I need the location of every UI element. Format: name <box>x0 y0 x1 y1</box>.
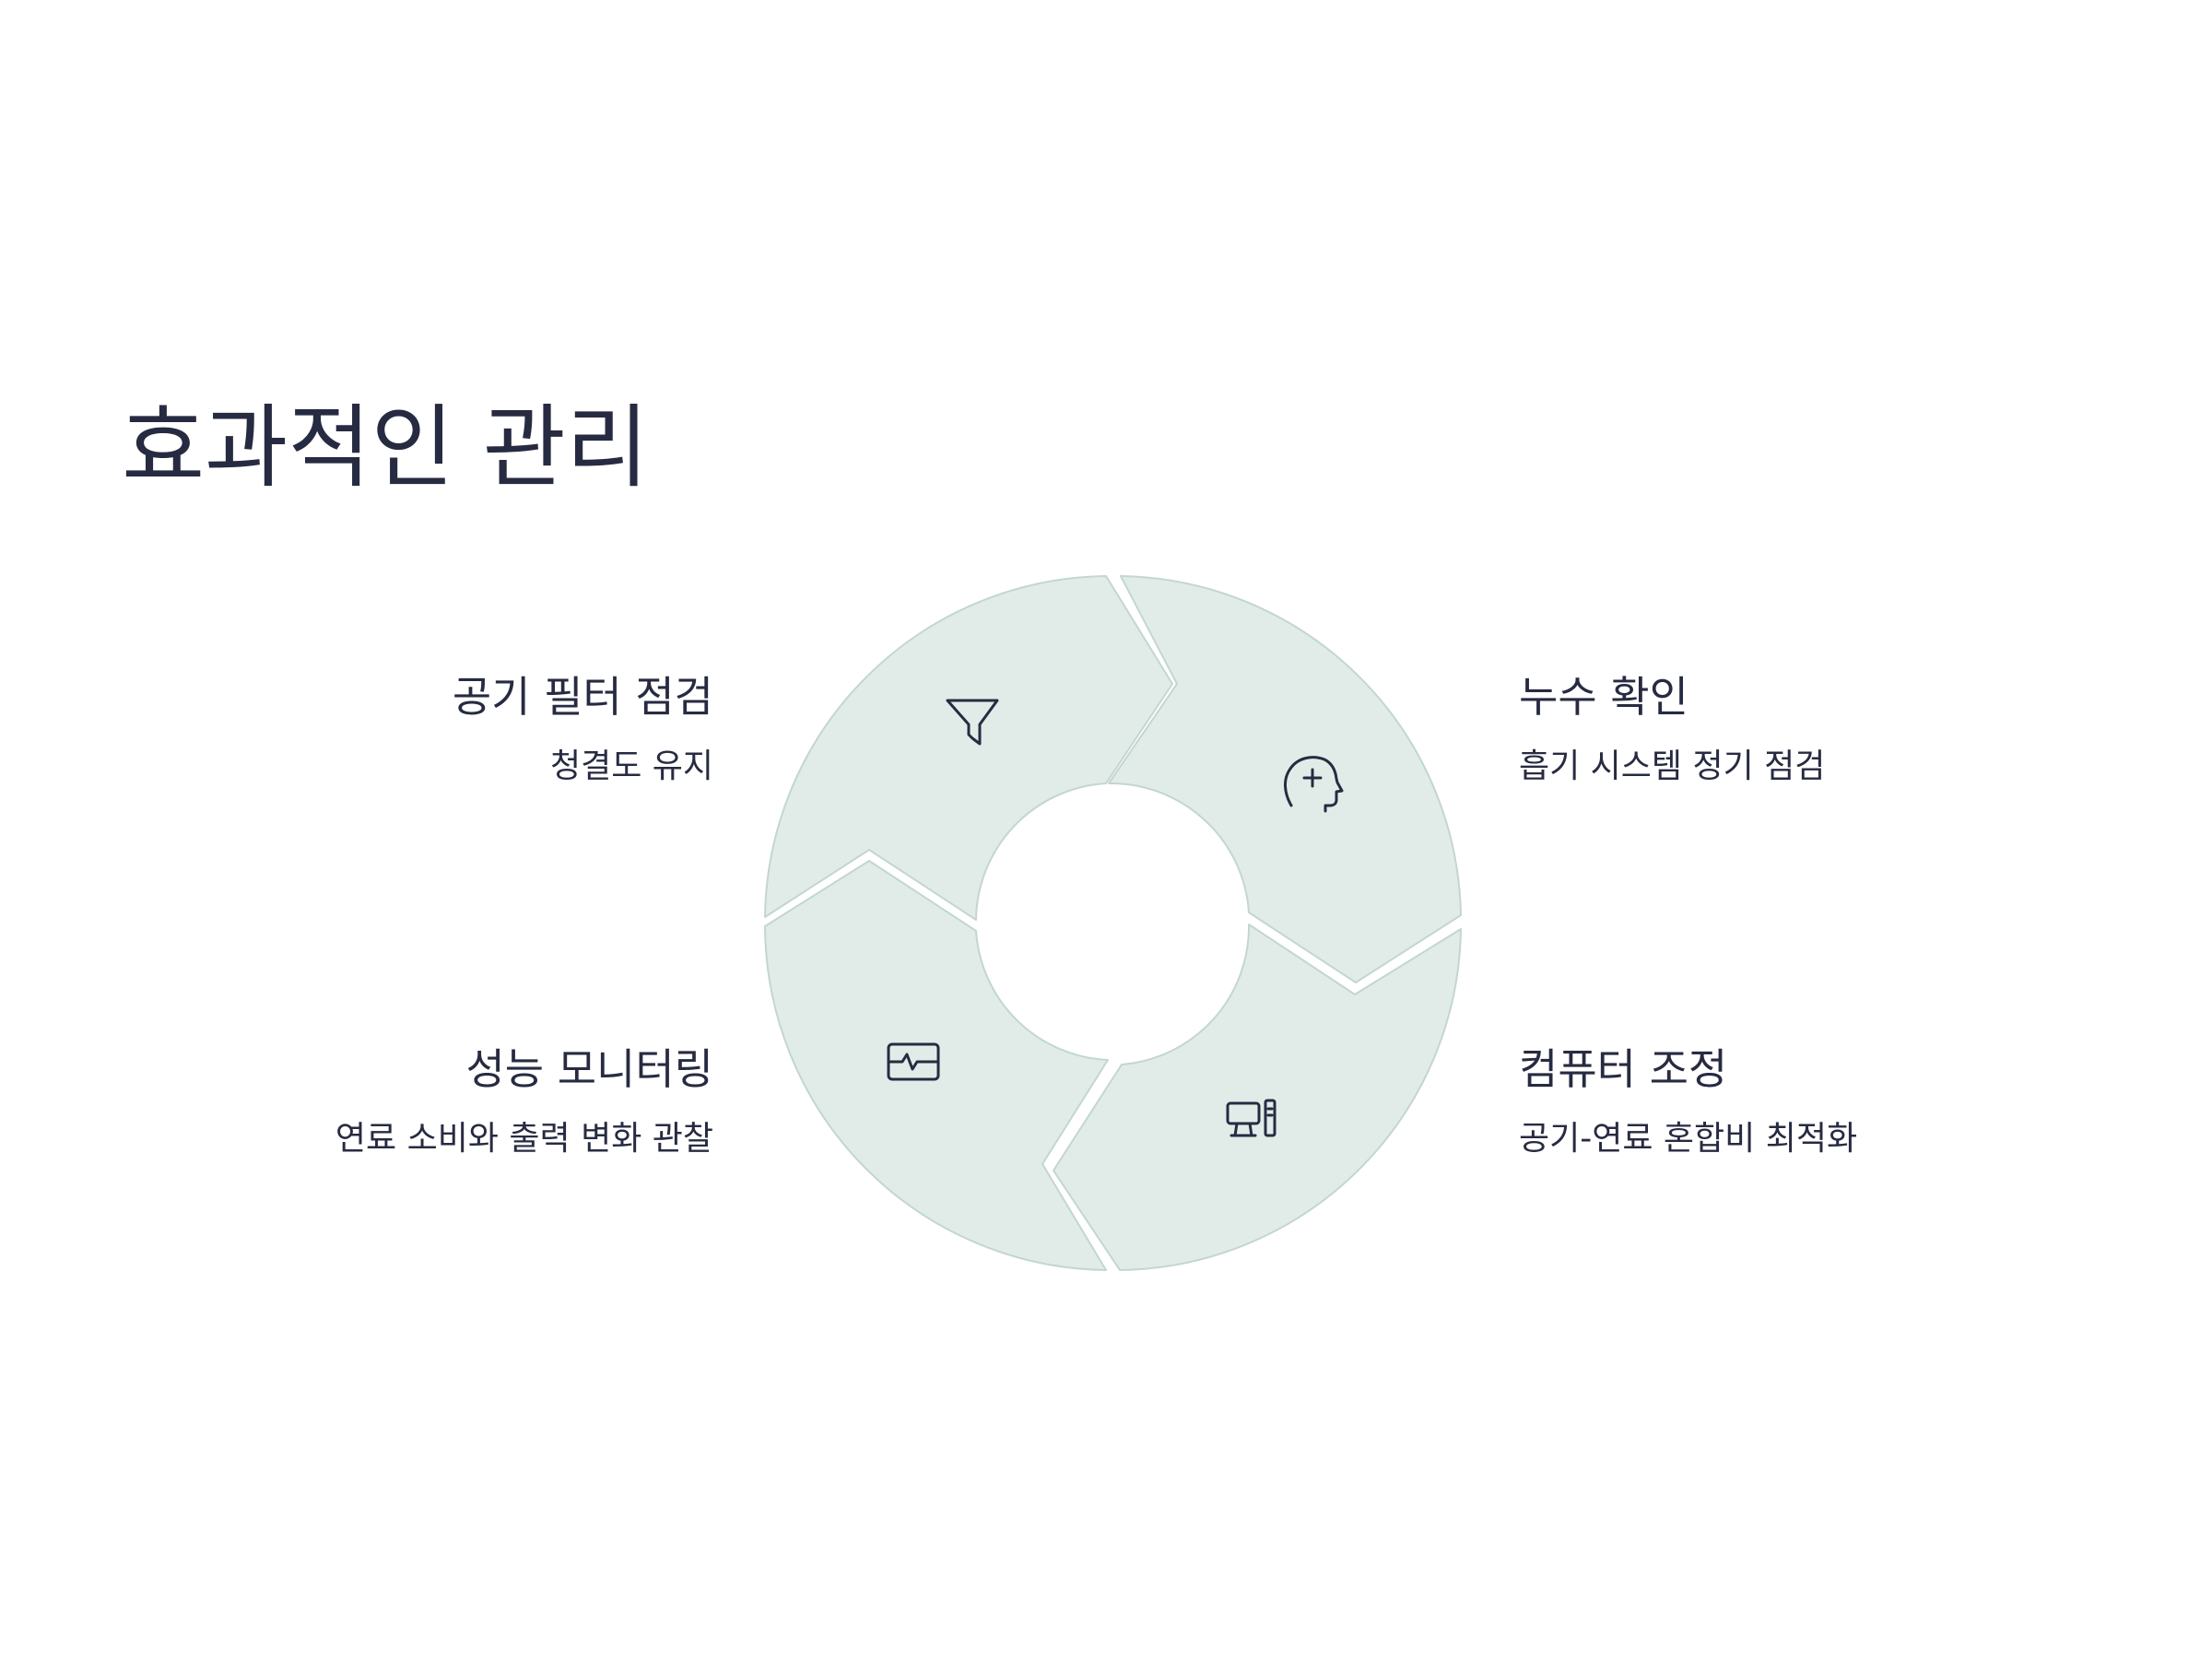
step-computer-tuning: 컴퓨터 조정 공기-연료 혼합비 최적화 <box>1519 1043 1857 1159</box>
step-description: 공기-연료 혼합비 최적화 <box>1519 1120 1858 1158</box>
step-heading: 컴퓨터 조정 <box>1519 1044 1728 1094</box>
computer-icon <box>1226 1099 1277 1137</box>
segment-computer-tuning[interactable] <box>1053 924 1462 1271</box>
funnel-icon <box>946 699 999 746</box>
step-performance-monitoring: 성능 모니터링 연료 소비와 출력 변화 관찰 <box>335 1043 713 1159</box>
activity-monitor-icon <box>887 1042 940 1081</box>
step-heading: 공기 필터 점검 <box>452 672 713 722</box>
segment-performance-monitoring[interactable] <box>764 860 1109 1271</box>
step-heading: 성능 모니터링 <box>465 1044 713 1094</box>
page-title: 효과적인 관리 <box>122 395 650 500</box>
segment-air-filter[interactable] <box>764 575 1173 921</box>
step-leak-check: 누수 확인 흡기 시스템 정기 점검 <box>1519 671 1825 787</box>
step-description: 청결도 유지 <box>549 747 713 785</box>
step-heading: 누수 확인 <box>1519 672 1688 722</box>
step-description: 연료 소비와 출력 변화 관찰 <box>335 1120 713 1158</box>
step-air-filter: 공기 필터 점검 청결도 유지 <box>453 671 713 787</box>
head-plus-icon <box>1284 756 1344 813</box>
step-description: 흡기 시스템 정기 점검 <box>1519 747 1826 785</box>
